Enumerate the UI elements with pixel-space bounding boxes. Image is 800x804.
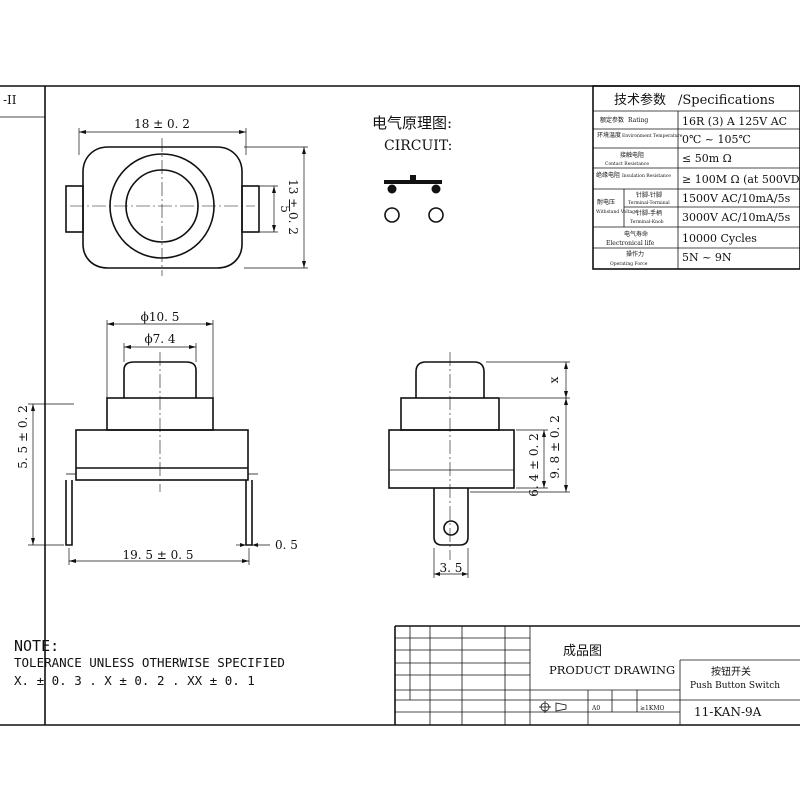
circuit-title-cn: 电气原理图: [372, 114, 452, 132]
spec-rating-value: 16R (3) A 125V AC [682, 115, 787, 128]
spec-life-value: 10000 Cycles [682, 232, 757, 245]
dim-side-pin: 3. 5 [440, 561, 463, 575]
title-block: 成品图 PRODUCT DRAWING 按钮开关 Push Button Swi… [394, 625, 800, 725]
spec-withstand-en: Withstand Voltage [596, 209, 638, 215]
dim-top-height: 13 ± 0. 2 [286, 179, 300, 235]
spec-insulation-cn: 绝缘电阻 [596, 171, 620, 179]
note-line-1: TOLERANCE UNLESS OTHERWISE SPECIFIED [14, 655, 285, 670]
side-view: x 9. 8 ± 0. 2 6. 4 ± 0. 2 3. 5 [388, 352, 570, 578]
specifications-table: 技术参数 /Specifications 额定参数 Rating 16R (3)… [592, 85, 800, 270]
dim-top-width: 18 ± 0. 2 [134, 117, 190, 131]
projection-symbol-icon [539, 701, 567, 713]
spec-tt-en: Terminal-Terminal [628, 200, 670, 206]
dim-front-pitch: 19. 5 ± 0. 5 [122, 548, 193, 562]
circuit-contact-top-left [387, 184, 397, 194]
spec-tk-cn: 针脚-手柄 [636, 209, 662, 217]
circuit-title-en: CIRCUIT: [384, 138, 452, 154]
top-view: 18 ± 0. 2 5 13 ± 0. 2 [65, 117, 308, 276]
circuit-actuator-bar [384, 180, 442, 184]
drawing-title-en: PRODUCT DRAWING [549, 663, 675, 677]
dim-side-total: 9. 8 ± 0. 2 [548, 415, 562, 478]
front-view: ϕ10. 5 ϕ7. 4 5. 5 ± 0. 2 19. 5 ± 0. 5 [16, 310, 298, 565]
spec-title-cn: 技术参数 [614, 92, 666, 108]
spec-insulation-en: Insulation Resistance [622, 173, 671, 179]
note-line-2: X. ± 0. 3 . X ± 0. 2 . XX ± 0. 1 [14, 673, 255, 688]
circuit-terminal-right [428, 207, 444, 223]
spec-tt-value: 1500V AC/10mA/5s [682, 192, 791, 205]
circuit-diagram: 电气原理图: CIRCUIT: [372, 114, 452, 223]
circuit-contact-top-right [431, 184, 441, 194]
spec-withstand-cn: 耐电压 [597, 198, 615, 206]
spec-rating-cn: 额定参数 [600, 116, 624, 124]
circuit-actuator-knob [410, 175, 416, 181]
circuit-terminal-left [384, 207, 400, 223]
dim-pin-thickness: 0. 5 [275, 538, 298, 552]
dim-side-body: 6. 4 ± 0. 2 [527, 433, 541, 496]
part-name-en: Push Button Switch [690, 681, 780, 691]
spec-tt-cn: 针脚-针脚 [636, 191, 662, 199]
spec-contact-cn: 接触电阻 [620, 151, 644, 159]
spec-contact-value: ≤ 50m Ω [682, 152, 732, 165]
spec-insulation-value: ≥ 100M Ω (at 500VDC) [682, 173, 800, 186]
note-title: NOTE: [14, 637, 59, 655]
spec-force-value: 5N ~ 9N [682, 251, 732, 264]
part-name-cn: 按钮开关 [711, 665, 751, 678]
dim-phi-outer: ϕ10. 5 [141, 310, 180, 324]
spec-tk-value: 3000V AC/10mA/5s [682, 211, 791, 224]
dim-side-x: x [547, 376, 561, 383]
drawing-title-cn: 成品图 [563, 644, 602, 659]
spec-tk-en: Terminal-Knob [630, 219, 664, 225]
spec-temp-en: Environment Temperature [622, 133, 683, 139]
spec-life-en: Electronical life [606, 240, 655, 247]
scale-ratio: ≥1KMO [640, 705, 664, 712]
spec-rating-en: Rating [628, 117, 648, 124]
tolerance-note: NOTE: TOLERANCE UNLESS OTHERWISE SPECIFI… [14, 637, 285, 688]
dim-phi-inner: ϕ7. 4 [144, 332, 175, 346]
dim-front-height: 5. 5 ± 0. 2 [16, 405, 30, 468]
spec-force-cn: 操作力 [626, 250, 644, 258]
dim-top-pin: 5 [278, 205, 292, 213]
spec-force-en: Operating Force [610, 261, 648, 267]
spec-temp-cn: 环境温度 [597, 131, 621, 139]
spec-contact-en: Contact Resistance [605, 161, 649, 167]
spec-temp-value: 0℃ ~ 105℃ [682, 133, 751, 146]
spec-life-cn: 电气寿命 [624, 230, 648, 238]
scale-value: A0 [591, 705, 600, 712]
part-number: 11-KAN-9A [694, 705, 762, 719]
sheet-tag: -II [3, 93, 17, 107]
spec-title-en: /Specifications [678, 93, 775, 108]
